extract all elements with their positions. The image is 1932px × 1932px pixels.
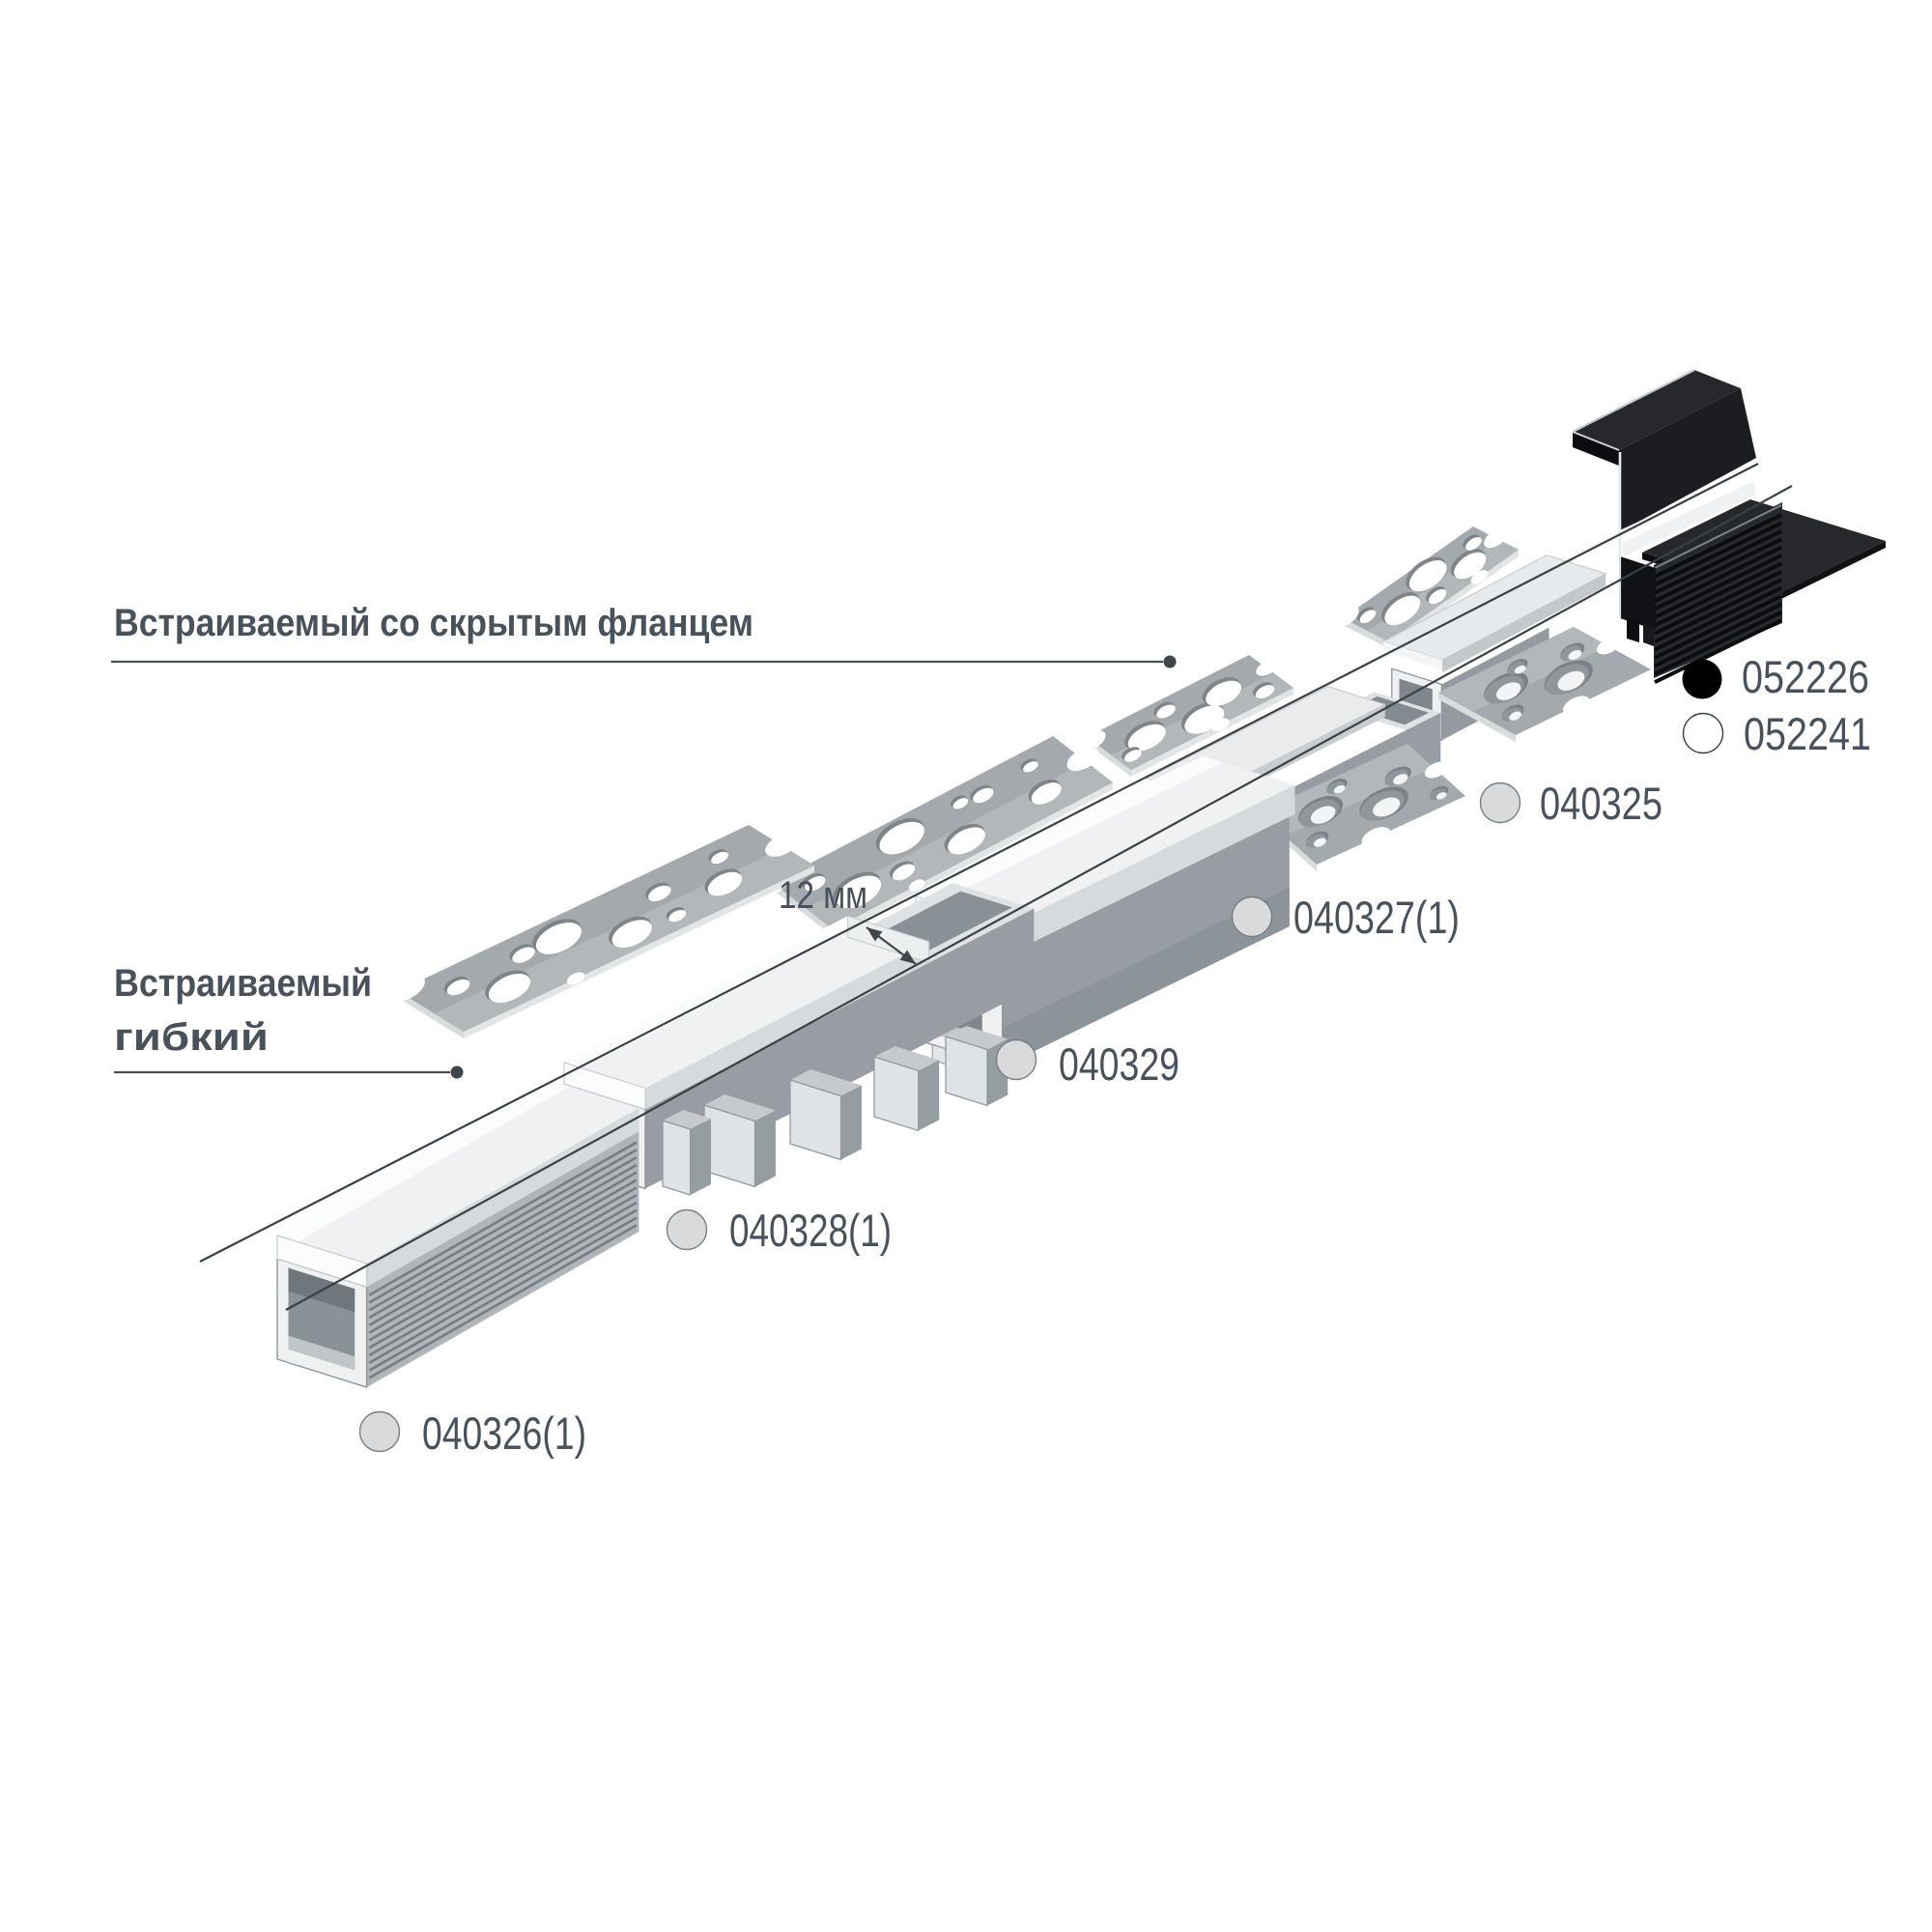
svg-text:052241: 052241 bbox=[1744, 708, 1871, 759]
svg-text:Встраиваемый: Встраиваемый bbox=[114, 962, 372, 1005]
svg-text:Встраиваемый со скрытым фланце: Встраиваемый со скрытым фланцем bbox=[114, 602, 753, 644]
svg-text:040329: 040329 bbox=[1059, 1038, 1179, 1090]
svg-text:040325: 040325 bbox=[1540, 778, 1662, 829]
svg-text:040328(1): 040328(1) bbox=[729, 1205, 892, 1256]
svg-text:040326(1): 040326(1) bbox=[422, 1407, 586, 1459]
svg-text:12 мм: 12 мм bbox=[779, 874, 867, 917]
svg-text:040327(1): 040327(1) bbox=[1293, 892, 1460, 943]
svg-text:052226: 052226 bbox=[1742, 651, 1869, 702]
svg-text:гибкий: гибкий bbox=[114, 1016, 269, 1059]
